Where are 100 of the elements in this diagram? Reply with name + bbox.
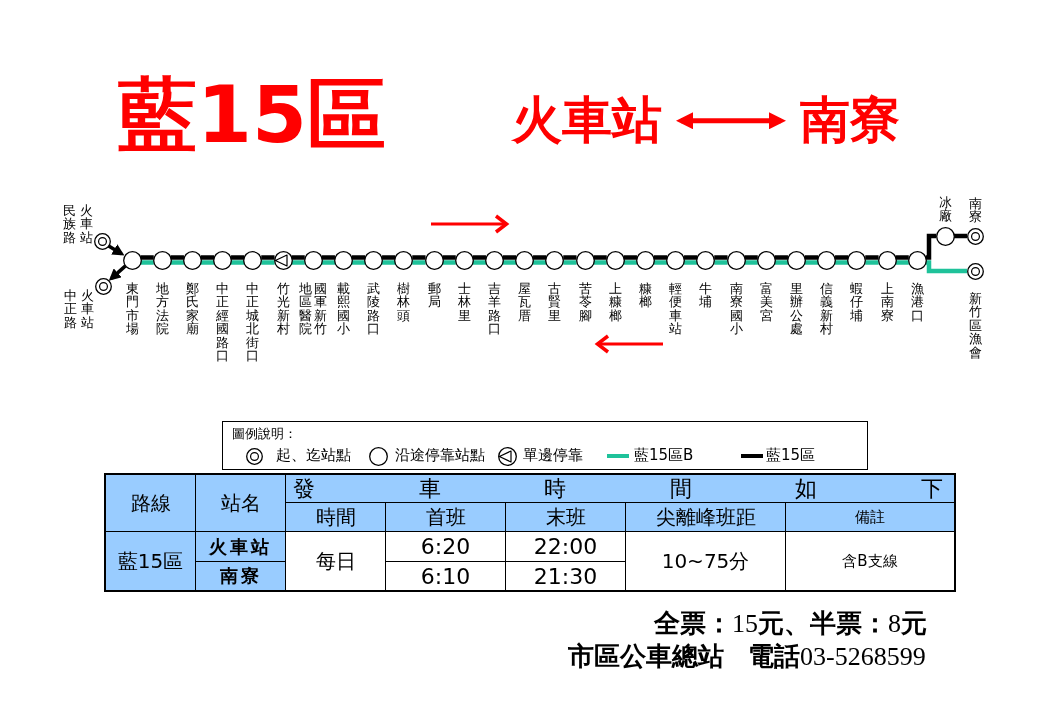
route-line — [472, 255, 486, 260]
station-name: 糠榔 — [638, 281, 652, 309]
route-line — [835, 260, 849, 265]
route-line — [593, 255, 607, 260]
route-line — [804, 260, 819, 265]
route-line — [231, 255, 245, 260]
header-cell: 南寮 — [196, 562, 286, 590]
station-name: 漁港口 — [910, 281, 924, 322]
station-name: 屋瓦厝 — [518, 281, 532, 322]
route-line — [714, 260, 728, 265]
route-line — [925, 233, 937, 260]
route-line — [261, 260, 275, 265]
station-name: 東門市場 — [125, 281, 139, 336]
route-line — [835, 255, 849, 260]
header-cell: 路線 — [106, 475, 196, 532]
header-cell: 火車站 — [196, 532, 286, 562]
terminal-name: 火車站 — [512, 92, 662, 150]
station-name: 南寮 — [968, 196, 982, 224]
station-name: 牛埔 — [699, 281, 713, 309]
station-name: 中正經國路口 — [216, 281, 230, 363]
route-line — [593, 260, 607, 265]
route-line — [623, 255, 637, 260]
arrow — [107, 244, 125, 256]
station-name: 吉羊路口 — [487, 281, 501, 336]
station-name: 鄭氏家廟 — [185, 281, 199, 336]
station-name: 上南寮 — [880, 281, 894, 322]
route-line — [744, 260, 758, 265]
route-line — [684, 255, 698, 260]
route-line — [714, 255, 728, 260]
route-line — [865, 255, 879, 260]
header-cell: 備註 — [786, 503, 954, 532]
terminal-name: 南寮 — [800, 92, 900, 150]
route-line — [382, 260, 396, 265]
route-line — [865, 260, 879, 265]
legend-heading: 圖例說明： — [232, 425, 297, 442]
station-name: 古賢里 — [548, 281, 562, 322]
route-line — [291, 260, 305, 265]
route-line — [382, 255, 396, 260]
footer-text: 全票：15元、半票：8元 — [654, 607, 927, 640]
header-cell: 發車時間如下 — [286, 475, 954, 503]
station-name: 南寮國小 — [729, 281, 743, 336]
header-cell: 尖離峰班距 — [626, 503, 786, 532]
header-cell: 藍15區 — [106, 532, 196, 590]
legend-label: 沿途停靠站點 — [395, 445, 485, 465]
route-line — [472, 260, 486, 265]
route-line — [170, 260, 184, 265]
route-line — [895, 255, 909, 260]
station-name: 上糠榔 — [608, 281, 622, 322]
route-line — [804, 255, 819, 260]
title: 藍15區 — [118, 68, 386, 163]
station-name: 新竹區漁會 — [968, 291, 982, 359]
route-line — [533, 255, 547, 260]
route-line — [563, 255, 577, 260]
station-name: 火車站民族路 — [62, 203, 93, 244]
station-name: 信義新村 — [820, 281, 834, 336]
route-line — [200, 255, 215, 260]
arrow — [108, 264, 127, 281]
route-line — [502, 255, 517, 260]
route-line — [563, 260, 577, 265]
route-line — [412, 255, 426, 260]
station-name: 里辦公處 — [789, 281, 803, 336]
route-line — [533, 260, 547, 265]
station-name: 載熙國小 — [336, 281, 350, 336]
header-cell: 末班 — [506, 503, 626, 532]
route-line — [200, 260, 215, 265]
route-line — [140, 255, 154, 260]
station-name: 武陵路口 — [367, 281, 381, 336]
legend-label: 起、迄站點 — [276, 445, 351, 465]
double-arrow — [676, 112, 786, 130]
route-line — [684, 260, 698, 265]
route-line — [351, 260, 366, 265]
station-name: 士林里 — [457, 281, 471, 322]
route-line — [442, 255, 456, 260]
route-line — [140, 260, 154, 265]
route-line — [351, 255, 366, 260]
route-line — [623, 260, 637, 265]
route-line — [231, 260, 245, 265]
route-line — [653, 260, 668, 265]
route-line — [261, 255, 275, 260]
route-line — [774, 255, 788, 260]
route-line — [170, 255, 184, 260]
station-name: 竹光新村 — [276, 281, 290, 336]
station-name: 樹林頭 — [397, 281, 411, 322]
route-line — [653, 255, 668, 260]
route-line — [502, 260, 517, 265]
legend-label: 藍15區 — [766, 445, 816, 465]
route-line — [442, 260, 456, 265]
station-name: 苦苓腳 — [578, 281, 592, 322]
route-line — [895, 260, 909, 265]
legend-label: 單邊停靠 — [523, 445, 583, 465]
header-cell: 時間 — [286, 503, 386, 532]
station-name: 火車站中正路 — [63, 288, 94, 329]
station-name: 國軍新竹地區醫院 — [299, 281, 328, 336]
route-line — [321, 260, 335, 265]
route-line — [412, 260, 426, 265]
station-name: 蝦仔埔 — [850, 281, 864, 322]
station-name: 地方法院 — [155, 281, 169, 336]
route-line — [925, 260, 968, 274]
station-name: 富美宮 — [759, 281, 773, 322]
table-cell: 6:20 — [386, 532, 506, 562]
